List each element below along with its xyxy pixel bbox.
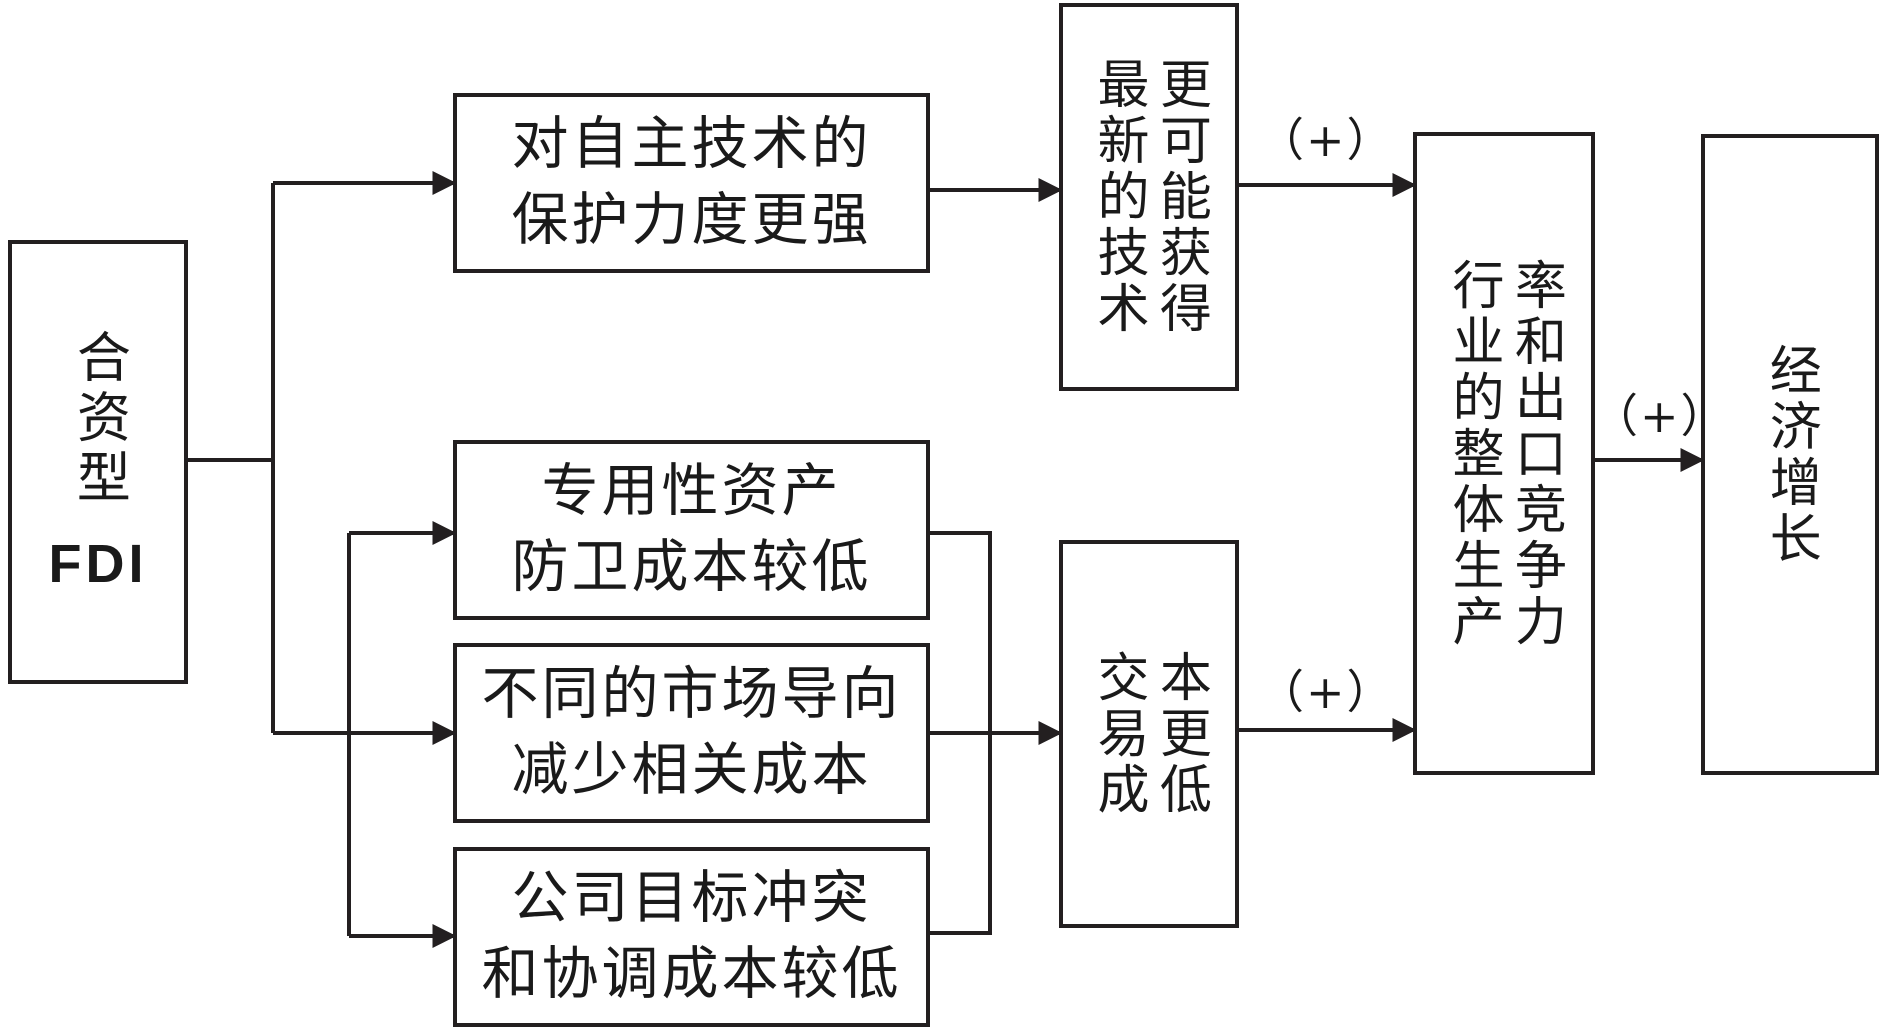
growth-box: 经济增长	[1701, 134, 1879, 775]
tech-protection-box: 对自主技术的 保护力度更强	[453, 93, 930, 273]
asset-defense-line2: 防卫成本较低	[511, 534, 872, 600]
tech-protection-line2: 保护力度更强	[511, 187, 872, 253]
source-label: 合资型	[67, 329, 131, 509]
productivity-col1: 行业的整体生产	[1443, 257, 1503, 650]
source-box: 合资型 FDI	[8, 240, 188, 684]
latest-tech-col1: 最新的技术	[1088, 57, 1148, 337]
asset-defense-box: 专用性资产 防卫成本较低	[453, 440, 930, 620]
goal-conflict-box: 公司目标冲突 和协调成本较低	[453, 847, 930, 1027]
market-orientation-line1: 不同的市场导向	[481, 661, 902, 728]
market-orientation-line2: 减少相关成本	[511, 737, 872, 803]
goal-conflict-line2: 和协调成本较低	[481, 941, 902, 1007]
growth-label: 经济增长	[1760, 342, 1821, 567]
asset-defense-line1: 专用性资产	[541, 458, 842, 525]
productivity-box: 行业的整体生产 率和出口竞争力	[1413, 132, 1595, 775]
tech-protection-line1: 对自主技术的	[511, 111, 872, 178]
goal-conflict-line1: 公司目标冲突	[511, 865, 872, 932]
lower-cost-col2: 本更低	[1150, 650, 1211, 818]
lower-cost-col1: 交易成	[1088, 650, 1148, 818]
productivity-col2: 率和出口竞争力	[1505, 257, 1566, 650]
latest-tech-box: 最新的技术 更可能获得	[1059, 3, 1239, 391]
latest-tech-col2: 更可能获得	[1150, 57, 1211, 337]
upper-sign-label: （+）	[1258, 113, 1395, 167]
final-sign-label: （+）	[1592, 389, 1729, 443]
lower-cost-box: 交易成 本更低	[1059, 540, 1239, 928]
lower-sign-label: （+）	[1258, 665, 1395, 719]
source-fdi-label: FDI	[48, 534, 148, 594]
market-orientation-box: 不同的市场导向 减少相关成本	[453, 643, 930, 823]
